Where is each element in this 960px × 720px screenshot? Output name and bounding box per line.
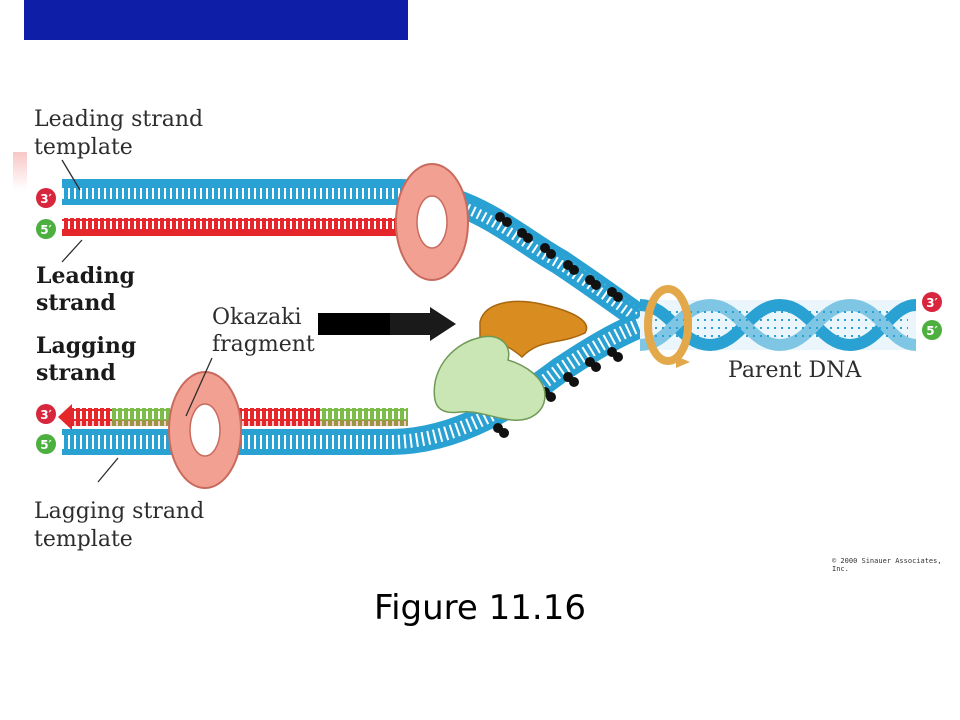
lagging-strand-label-line2: strand <box>36 360 116 386</box>
leading-strand <box>62 214 448 240</box>
lagging-template-label-line2: template <box>34 527 133 552</box>
lagging-strand-label-line1: Lagging <box>36 333 136 359</box>
copyright-notice: © 2000 Sinauer Associates, Inc. <box>832 557 942 573</box>
lagging-template-label-line1: Lagging strand <box>34 499 204 524</box>
label-leaders <box>61 159 213 483</box>
leading-template-label-line2: template <box>34 135 133 160</box>
helicase <box>644 285 692 368</box>
end-marker-lagging-3: 3′ <box>36 404 56 424</box>
end-marker-parent-3: 3′ <box>922 292 942 312</box>
parent-dna-label: Parent DNA <box>728 358 862 383</box>
leading-strand-label-line2: strand <box>36 290 116 316</box>
title-bar <box>24 0 408 40</box>
svg-text:5′: 5′ <box>926 324 938 338</box>
leading-strand-label-line1: Leading <box>36 263 135 289</box>
end-marker-parent-5: 5′ <box>922 320 942 340</box>
slide-accent <box>13 152 27 190</box>
okazaki-label-line2: fragment <box>212 332 315 357</box>
lagging-strand-template <box>62 312 645 455</box>
dna-polymerase <box>433 335 546 421</box>
svg-text:3′: 3′ <box>926 296 938 310</box>
svg-text:3′: 3′ <box>40 192 52 206</box>
svg-text:5′: 5′ <box>40 438 52 452</box>
end-marker-lagging-5: 5′ <box>36 434 56 454</box>
sliding-clamp-leading <box>395 163 469 281</box>
leading-template-label-line1: Leading strand <box>34 107 203 132</box>
figure-caption: Figure 11.16 <box>374 588 586 628</box>
single-strand-binding-proteins <box>493 212 623 438</box>
sliding-clamp-lagging <box>168 371 242 489</box>
end-marker-leading-3: 3′ <box>36 188 56 208</box>
arrow-icon <box>318 307 456 341</box>
okazaki-label-line1: Okazaki <box>212 305 302 330</box>
svg-text:5′: 5′ <box>40 223 52 237</box>
end-marker-leading-5: 5′ <box>36 219 56 239</box>
svg-text:3′: 3′ <box>40 408 52 422</box>
